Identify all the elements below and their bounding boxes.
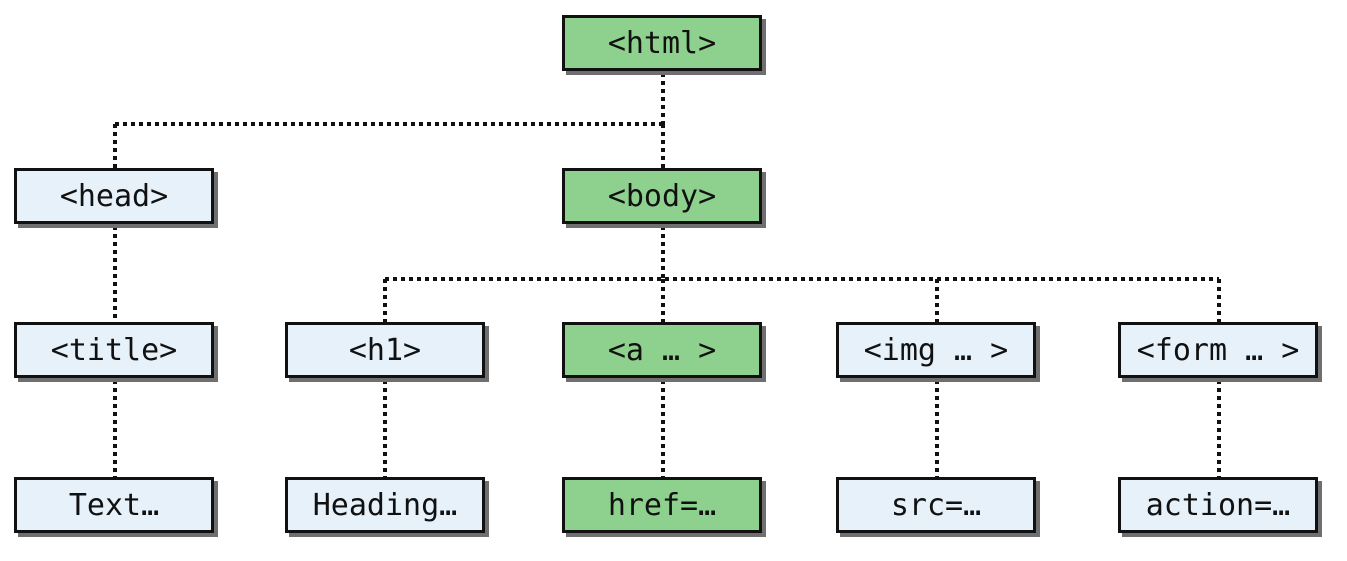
- node-img-src: src=…: [836, 477, 1036, 533]
- node-body: <body>: [562, 168, 762, 224]
- node-head: <head>: [14, 168, 214, 224]
- node-form: <form … >: [1118, 322, 1318, 378]
- node-form-action: action=…: [1118, 477, 1318, 533]
- node-title-text: Text…: [14, 477, 214, 533]
- node-img: <img … >: [836, 322, 1036, 378]
- node-a-href: href=…: [562, 477, 762, 533]
- node-h1-text: Heading…: [285, 477, 485, 533]
- node-h1: <h1>: [285, 322, 485, 378]
- node-a: <a … >: [562, 322, 762, 378]
- node-title: <title>: [14, 322, 214, 378]
- node-html: <html>: [562, 15, 762, 71]
